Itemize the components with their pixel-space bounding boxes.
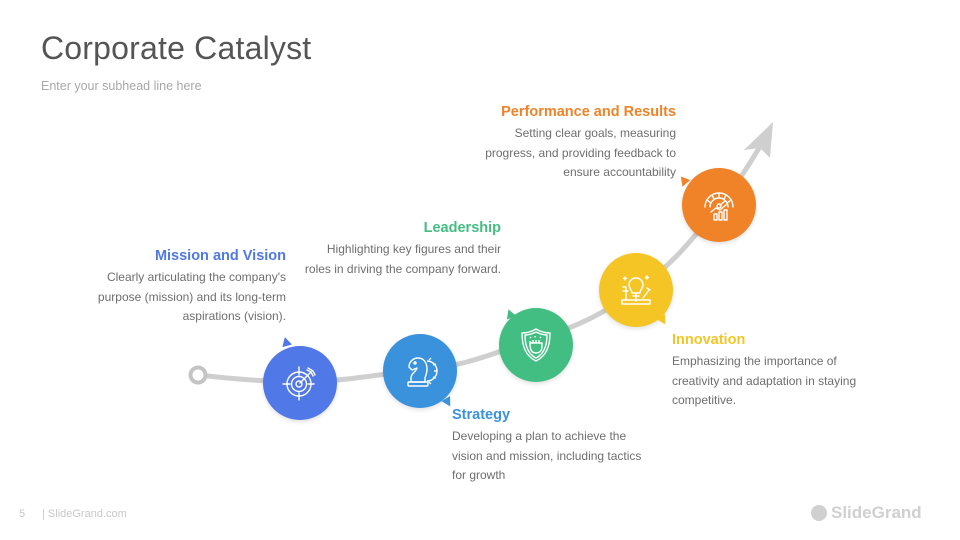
step-node-mission-vision — [263, 346, 337, 420]
step-title: Innovation — [672, 332, 746, 348]
step-node-leadership — [499, 308, 573, 382]
page-subhead: Enter your subhead line here — [41, 79, 202, 93]
target-arrow-icon — [282, 366, 316, 401]
step-text-performance: Performance and Results Setting clear go… — [470, 104, 676, 183]
path-start-dot — [188, 365, 208, 385]
step-description: Clearly articulating the company's purpo… — [97, 270, 286, 323]
shield-fist-icon — [521, 328, 551, 362]
step-description: Emphasizing the importance of creativity… — [672, 354, 857, 407]
page-title: Corporate Catalyst — [41, 30, 312, 66]
lightbulb-idea-icon — [621, 275, 651, 305]
step-title: Mission and Vision — [154, 248, 286, 264]
step-node-performance — [682, 168, 756, 242]
step-description: Setting clear goals, measuring progress,… — [485, 126, 676, 179]
step-text-innovation: Innovation Emphasizing the importance of… — [672, 332, 882, 411]
step-description: Developing a plan to achieve the vision … — [452, 429, 642, 482]
step-title: Performance and Results — [501, 104, 676, 120]
step-description: Highlighting key figures and their roles… — [304, 242, 501, 276]
brand-logo: SlideGrand — [811, 503, 922, 523]
step-node-strategy — [383, 334, 457, 408]
step-node-innovation — [599, 253, 673, 327]
step-title: Leadership — [423, 220, 501, 236]
step-text-mission-vision: Mission and Vision Clearly articulating … — [80, 248, 286, 327]
chess-knight-gear-icon — [407, 357, 438, 387]
footer-site-link[interactable]: | SlideGrand.com — [42, 508, 127, 520]
brand-name: SlideGrand — [831, 503, 922, 522]
step-title: Strategy — [452, 407, 511, 423]
step-text-leadership: Leadership Highlighting key figures and … — [303, 220, 501, 279]
step-text-strategy: Strategy Developing a plan to achieve th… — [452, 407, 652, 486]
slidegrand-logo-icon — [811, 505, 827, 521]
page-number: 5 — [19, 508, 26, 520]
gauge-chart-icon — [704, 192, 734, 221]
